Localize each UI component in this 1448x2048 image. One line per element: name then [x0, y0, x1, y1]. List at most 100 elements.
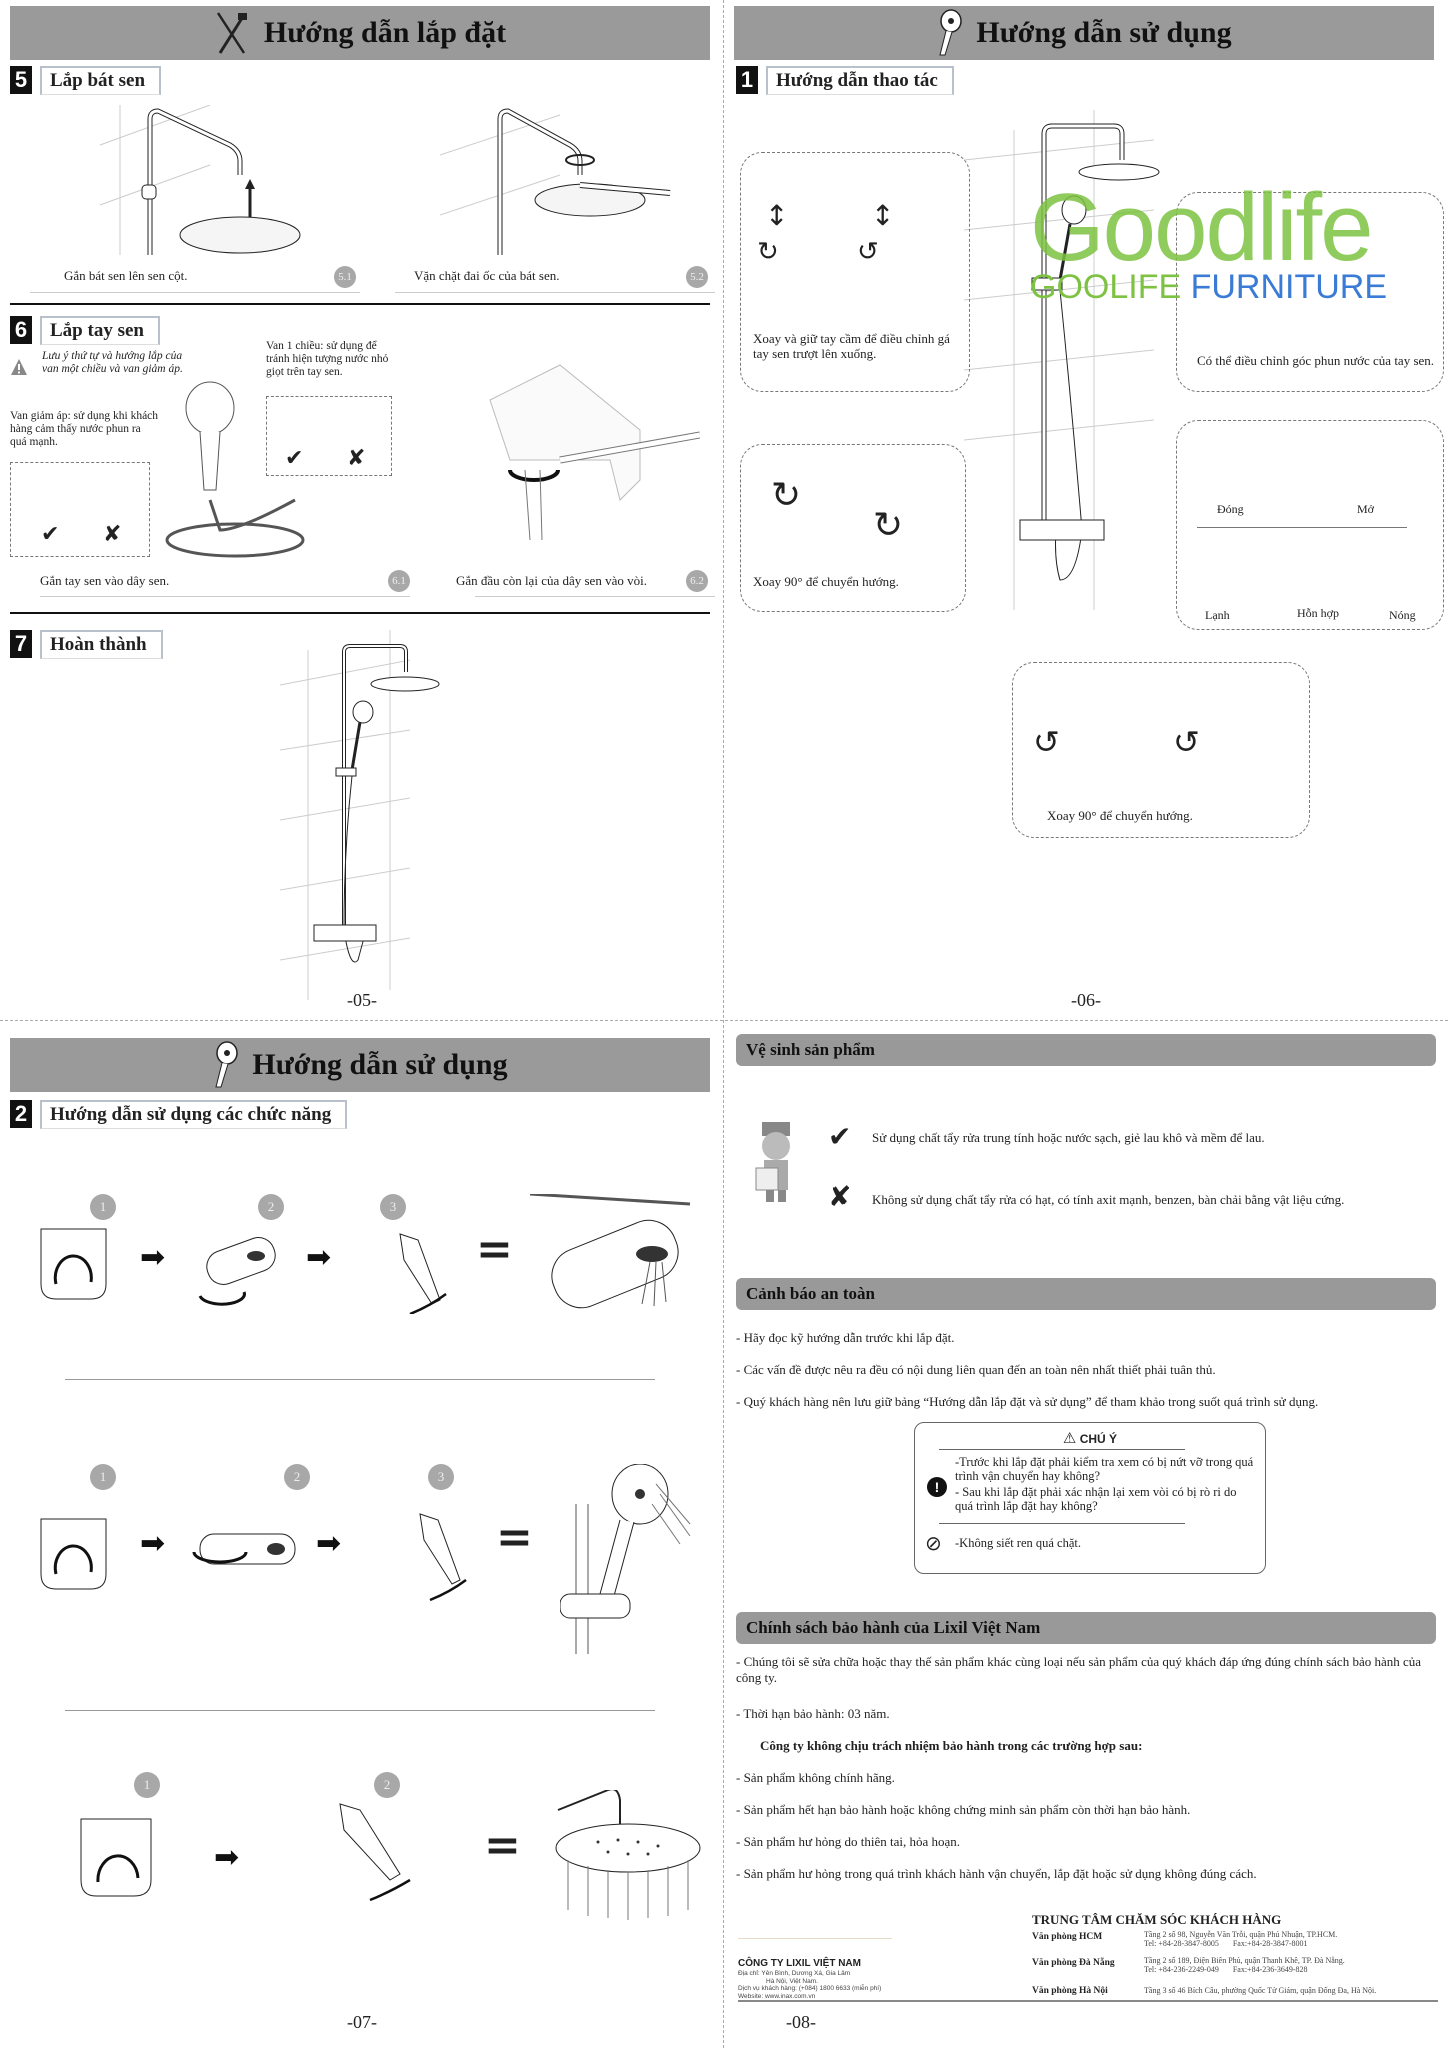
section-rule: [10, 303, 710, 305]
completed-shower-column-illustration: [280, 630, 440, 1000]
check-valve-detail-box: ✔ ✘: [266, 396, 392, 476]
hand-shower-hose-illustration: [165, 381, 305, 558]
check-icon: ✔: [828, 1120, 852, 1153]
care-center-title: TRUNG TÂM CHĂM SÓC KHÁCH HÀNG: [1032, 1912, 1282, 1927]
company-address: Địa chỉ: Yên Bình, Dương Xá, Gia Lâm Hà …: [738, 1970, 881, 2000]
safety-item: - Hãy đọc kỹ hướng dẫn trước khi lắp đặt…: [736, 1330, 955, 1345]
page-07: Hướng dẫn sử dụng 2 Hướng dẫn sử dụng cá…: [0, 1024, 724, 2048]
page-number: -05-: [347, 990, 377, 1010]
fig-6-1-caption: Gắn tay sen vào dây sen.: [40, 573, 170, 588]
office-details: Tầng 2 số 98, Nguyễn Văn Trỗi, quận Phú …: [1144, 1930, 1337, 1948]
step-circle: 3: [380, 1194, 406, 1220]
step-title: Lắp bát sen: [40, 66, 162, 95]
diverter-left-callout: ↻ ↻ Xoay 90° để chuyển hướng.: [740, 444, 966, 612]
page-number: -06-: [1071, 990, 1101, 1010]
step-circle: 3: [428, 1464, 454, 1490]
step-7-header: 7 Hoàn thành: [10, 630, 163, 659]
notice-box: ⚠ CHÚ Ý ! -Trước khi lắp đặt phải kiểm t…: [914, 1422, 1266, 1574]
company-hotline: Dịch vụ khách hàng: (+084) 1800 6633 (mi…: [738, 1985, 882, 1992]
warranty-exclusions-title: Công ty không chịu trách nhiệm bảo hành …: [760, 1738, 1143, 1753]
office-fax: Fax:+84-236-3649-828: [1232, 1965, 1308, 1974]
warranty-intro: - Chúng tôi sẽ sửa chữa hoặc thay thế sả…: [736, 1654, 1422, 1685]
safety-item: - Các vấn đề được nêu ra đều có nội dung…: [736, 1362, 1216, 1377]
check-valve-note: Van 1 chiều: sử dụng để tránh hiện tượng…: [266, 340, 389, 378]
page-number: -07-: [347, 2012, 377, 2032]
hand-shower-icon: [939, 9, 963, 56]
page-06: Hướng dẫn sử dụng 1 Hướng dẫn thao tác ↕…: [724, 0, 1448, 1024]
arrow-right-icon: ➡: [316, 1526, 342, 1561]
slide-bracket-text: Xoay và giữ tay cầm để điều chỉnh gá tay…: [753, 331, 950, 361]
banner-title: Hướng dẫn sử dụng: [252, 1048, 508, 1081]
rotate-icon: ↻: [771, 475, 802, 516]
lever-mix-label: Hỗn hợp: [1297, 606, 1340, 620]
wrong-cross-icon: ✘: [347, 445, 366, 470]
correct-check-icon: ✔: [41, 521, 60, 546]
pressure-valve-note: Van giảm áp: sử dụng khi khách hàng cảm …: [10, 410, 159, 448]
diverter-bottom-callout: ↺ ↺ Xoay 90° để chuyển hướng.: [1012, 662, 1310, 838]
diverter-knob-illustration: [80, 1818, 152, 1897]
arrow-right-icon: ➡: [306, 1240, 332, 1275]
notice-prohibit: -Không siết ren quá chặt.: [955, 1536, 1082, 1550]
banner-title: Hướng dẫn sử dụng: [976, 16, 1232, 49]
equals-icon: =: [484, 1820, 521, 1871]
fig-5-1-badge: 5.1: [334, 266, 356, 288]
step-number: 1: [736, 66, 758, 94]
notice-header: ⚠ CHÚ Ý: [915, 1429, 1265, 1447]
lever-close-label: Đóng: [1217, 502, 1244, 516]
up-down-arrow-icon: ↕: [765, 199, 789, 232]
page-divider-vertical: [723, 0, 724, 2048]
step-6-header: 6 Lắp tay sen: [10, 316, 160, 345]
safety-item: - Quý khách hàng nên lưu giữ bảng “Hướng…: [736, 1394, 1319, 1409]
cross-icon: ✘: [828, 1180, 852, 1213]
mascot-illustration: [755, 1122, 790, 1202]
valve-order-warning: Lưu ý thứ tự và hướng lắp của van một ch…: [42, 350, 183, 375]
company-website: Website: www.inax.com.vn: [738, 1992, 816, 2000]
divider: [939, 1523, 1185, 1524]
step-title: Lắp tay sen: [40, 316, 160, 345]
divider: [939, 1449, 1185, 1450]
diverter-bottom-text: Xoay 90° để chuyển hướng.: [1047, 808, 1193, 823]
notice-warning-1: -Trước khi lắp đặt phải kiểm tra xem có …: [955, 1455, 1254, 1483]
divider: [738, 1938, 892, 1939]
step-5-header: 5 Lắp bát sen: [10, 66, 162, 95]
warranty-period: - Thời hạn bảo hành: 03 năm.: [736, 1706, 890, 1721]
diverter-knob-illustration: [40, 1228, 107, 1300]
divider: [40, 596, 410, 597]
usage-guide-banner: Hướng dẫn sử dụng: [10, 1038, 710, 1092]
hand-shower-icon: [215, 1041, 239, 1088]
notice-title: CHÚ Ý: [1079, 1432, 1118, 1446]
step-circle: 2: [284, 1464, 310, 1490]
rotate-icon: ↺: [857, 237, 879, 267]
step-circle: 1: [134, 1772, 160, 1798]
step-title: Hướng dẫn sử dụng các chức năng: [40, 1100, 348, 1129]
spout-diverter-illustration: [198, 1237, 276, 1306]
warranty-exclusion: - Sản phẩm không chính hãng.: [736, 1770, 895, 1785]
hand-shower-flow-illustration: [560, 1464, 691, 1654]
warranty-section-title: Chính sách bảo hành của Lixil Việt Nam: [736, 1612, 1436, 1644]
divider: [30, 292, 360, 293]
step-title: Hoàn thành: [40, 630, 163, 659]
slide-bracket-callout: ↕ ↕ ↻ ↺ Xoay và giữ tay cầm để điều chỉn…: [740, 152, 970, 392]
shower-head-attach-illustration: [99, 105, 301, 255]
company-name: CÔNG TY LIXIL VIỆT NAM: [738, 1958, 861, 1969]
row-divider: [65, 1379, 655, 1380]
rotate-icon: ↻: [873, 505, 904, 546]
step-1-header: 1 Hướng dẫn thao tác: [736, 66, 954, 95]
rotate-icon: ↻: [757, 237, 779, 267]
spout-diverter-illustration: [192, 1533, 296, 1565]
row-divider: [65, 1710, 655, 1711]
office-name: Văn phòng Đà Nẵng: [1032, 1958, 1115, 1968]
divider: [395, 292, 715, 293]
office-fax: Fax:+84-28-3847-8001: [1232, 1939, 1308, 1948]
lever-positions-callout: Đóng Mở Lạnh Hỗn hợp Nóng: [1176, 420, 1444, 630]
step-number: 5: [10, 66, 32, 94]
lever-open-illustration: [339, 1803, 411, 1902]
tools-icon: [216, 12, 247, 54]
fig-5-2-caption: Vặn chặt đai ốc của bát sen.: [414, 268, 560, 283]
spout-water-flow-illustration: [530, 1194, 691, 1309]
spray-angle-text: Có thể điều chỉnh góc phun nước của tay …: [1197, 353, 1435, 368]
divider: [1197, 527, 1407, 528]
office-name: Văn phòng HCM: [1032, 1932, 1103, 1942]
prohibited-icon: ⊘: [925, 1531, 942, 1555]
pressure-valve-detail-box: ✔ ✘: [10, 462, 150, 557]
